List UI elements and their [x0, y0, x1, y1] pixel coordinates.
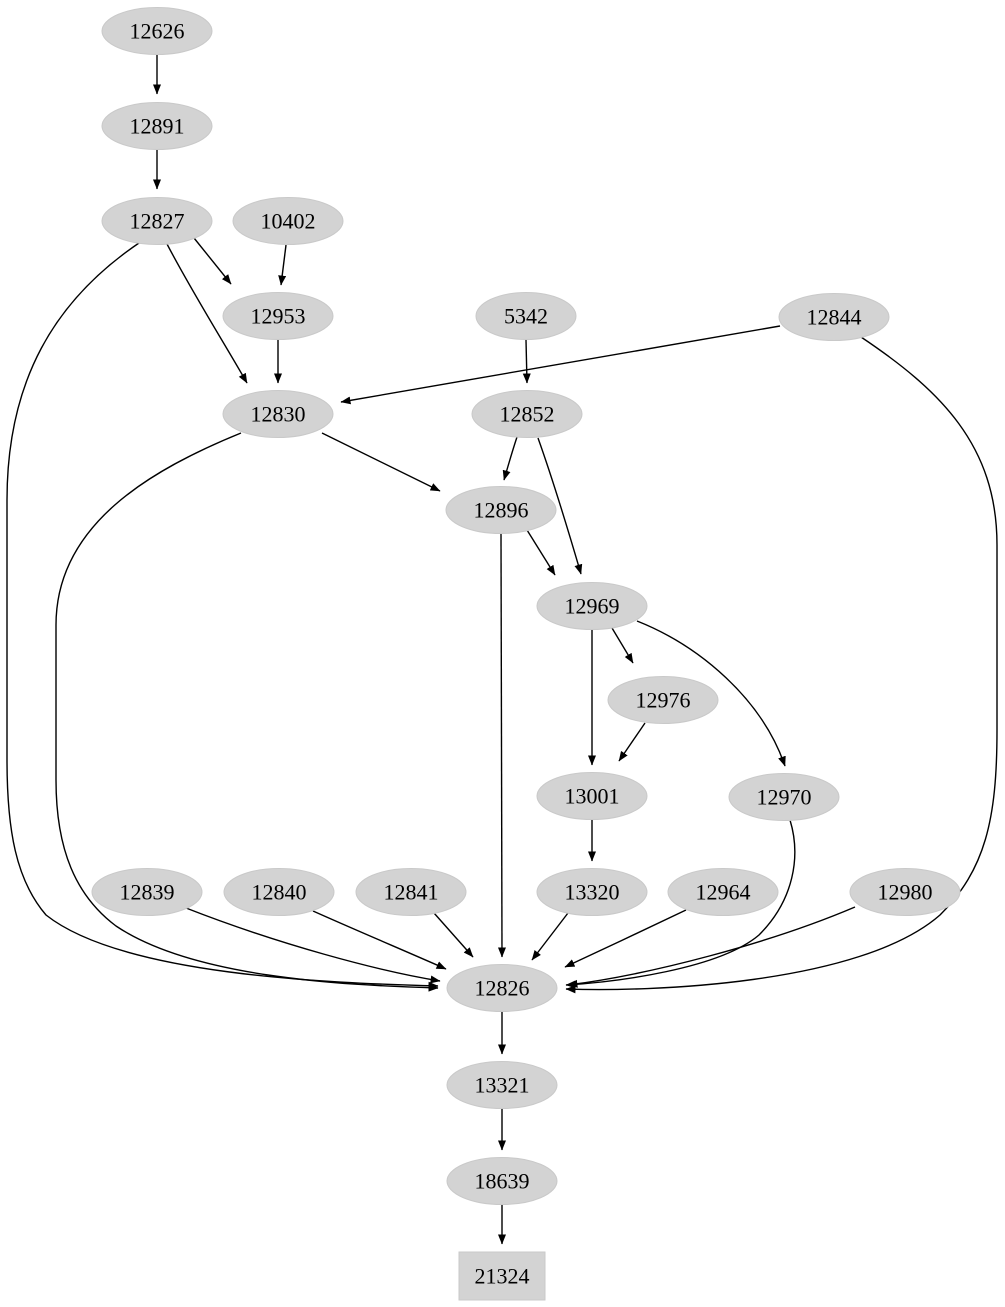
node-label-12896: 12896 — [474, 497, 529, 522]
edge-12980-12826 — [567, 906, 856, 988]
node-12839: 12839 — [91, 868, 203, 916]
nodes-layer: 12626 12891 12827 10402 12953 5342 12844 12830 1… — [91, 7, 961, 1301]
node-label-21324: 21324 — [475, 1263, 530, 1288]
node-label-13001: 13001 — [565, 783, 620, 808]
ellipse-shape-13320 — [536, 868, 648, 916]
ellipse-shape-12970 — [728, 773, 840, 821]
ellipse-shape-12841 — [355, 868, 467, 916]
edge-12844-12826 — [565, 336, 998, 994]
node-label-12827: 12827 — [130, 208, 185, 233]
edge-12964-12826 — [564, 909, 687, 968]
edge-5342-12852 — [522, 339, 531, 384]
node-label-13320: 13320 — [565, 879, 620, 904]
node-12976: 12976 — [607, 676, 719, 724]
edge-12840-12826 — [312, 910, 447, 970]
node-13001: 13001 — [536, 772, 648, 820]
edge-12970-12826 — [565, 819, 796, 989]
edge-13320-12826 — [531, 912, 569, 961]
node-12827: 12827 — [101, 197, 213, 245]
node-label-12844: 12844 — [807, 304, 862, 329]
edge-12827-12826 — [6, 242, 439, 990]
node-label-12840: 12840 — [252, 879, 307, 904]
node-12964: 12964 — [667, 868, 779, 916]
ellipse-shape-12964 — [667, 868, 779, 916]
edge-12844-12830 — [340, 325, 781, 405]
ellipse-shape-12891 — [101, 102, 213, 150]
ellipse-shape-12826 — [446, 964, 558, 1012]
edge-12969-12970 — [636, 620, 786, 767]
node-13321: 13321 — [446, 1061, 558, 1109]
edge-12852-12969 — [537, 437, 583, 575]
node-label-12826: 12826 — [475, 975, 530, 1000]
node-label-5342: 5342 — [504, 303, 548, 328]
node-10402: 10402 — [232, 197, 344, 245]
ellipse-shape-12626 — [101, 7, 213, 55]
edge-12852-12896 — [502, 436, 518, 481]
ellipse-shape-12980 — [849, 868, 961, 916]
edge-12976-13001 — [618, 722, 646, 762]
ellipse-shape-5342 — [475, 292, 577, 340]
node-label-12980: 12980 — [878, 879, 933, 904]
ellipse-shape-12840 — [223, 868, 335, 916]
node-label-12626: 12626 — [130, 18, 185, 43]
ellipse-shape-12896 — [445, 486, 557, 534]
ellipse-shape-12839 — [91, 868, 203, 916]
node-13320: 13320 — [536, 868, 648, 916]
ellipse-shape-13001 — [536, 772, 648, 820]
edge-12896-12969 — [526, 529, 556, 576]
node-12896: 12896 — [445, 486, 557, 534]
node-label-12964: 12964 — [696, 879, 751, 904]
node-label-12953: 12953 — [251, 303, 306, 328]
ellipse-shape-12953 — [222, 292, 334, 340]
node-12844: 12844 — [778, 293, 890, 341]
node-12830: 12830 — [222, 390, 334, 438]
node-5342: 5342 — [475, 292, 577, 340]
node-label-12969: 12969 — [565, 593, 620, 618]
node-12970: 12970 — [728, 773, 840, 821]
box-shape-21324 — [458, 1251, 546, 1301]
ellipse-shape-12969 — [536, 582, 648, 630]
node-12969: 12969 — [536, 582, 648, 630]
node-label-12830: 12830 — [251, 401, 306, 426]
edge-12827-12830 — [166, 243, 248, 384]
ellipse-shape-10402 — [232, 197, 344, 245]
ellipse-shape-12976 — [607, 676, 719, 724]
edge-12827-12953 — [193, 237, 232, 285]
ellipse-shape-18639 — [446, 1157, 558, 1205]
node-label-12839: 12839 — [120, 879, 175, 904]
ellipse-shape-12844 — [778, 293, 890, 341]
node-label-12841: 12841 — [384, 879, 439, 904]
node-18639: 18639 — [446, 1157, 558, 1205]
node-label-12976: 12976 — [636, 687, 691, 712]
edge-12896-12826 — [497, 533, 506, 958]
edge-12839-12826 — [185, 907, 441, 984]
node-12826: 12826 — [446, 964, 558, 1012]
edge-12830-12896 — [321, 432, 441, 492]
node-label-12891: 12891 — [130, 113, 185, 138]
node-label-13321: 13321 — [475, 1072, 530, 1097]
edge-12841-12826 — [433, 912, 474, 958]
node-12953: 12953 — [222, 292, 334, 340]
edges-layer — [6, 55, 998, 1245]
node-12840: 12840 — [223, 868, 335, 916]
node-12980: 12980 — [849, 868, 961, 916]
ellipse-shape-13321 — [446, 1061, 558, 1109]
edge-12830-12826 — [55, 432, 439, 992]
node-12891: 12891 — [101, 102, 213, 150]
node-label-10402: 10402 — [261, 208, 316, 233]
node-12841: 12841 — [355, 868, 467, 916]
ellipse-shape-12827 — [101, 197, 213, 245]
edge-12969-12976 — [611, 627, 634, 664]
node-12852: 12852 — [471, 390, 583, 438]
ellipse-shape-12852 — [471, 390, 583, 438]
node-label-12852: 12852 — [500, 401, 555, 426]
node-21324: 21324 — [458, 1251, 546, 1301]
ellipse-shape-12830 — [222, 390, 334, 438]
node-12626: 12626 — [101, 7, 213, 55]
edge-10402-12953 — [278, 244, 287, 286]
node-label-18639: 18639 — [475, 1168, 530, 1193]
node-label-12970: 12970 — [757, 784, 812, 809]
